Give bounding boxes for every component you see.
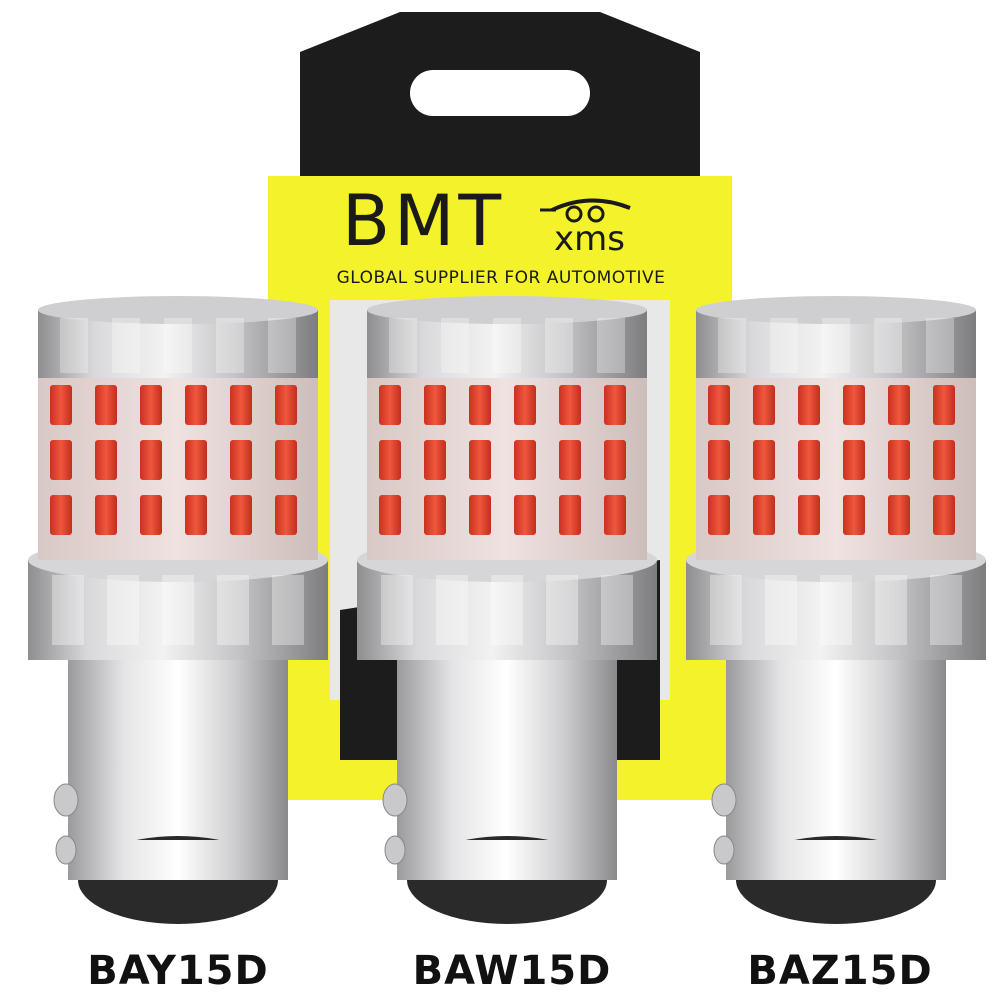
brand-logo-icon — [540, 198, 631, 223]
led-chip — [798, 385, 820, 425]
led-chip — [424, 440, 446, 480]
led-chip — [514, 495, 536, 535]
led-chip — [798, 440, 820, 480]
led-chip — [275, 495, 297, 535]
led-chip — [424, 495, 446, 535]
led-bulb-1 — [28, 296, 328, 924]
led-chip — [230, 495, 252, 535]
led-chip — [843, 385, 865, 425]
led-chip — [140, 385, 162, 425]
bayonet-pin — [55, 835, 77, 865]
led-chip — [379, 440, 401, 480]
led-chip — [185, 440, 207, 480]
led-chip — [50, 495, 72, 535]
led-chip — [275, 440, 297, 480]
led-chip — [230, 440, 252, 480]
led-chip — [753, 385, 775, 425]
led-chip — [140, 495, 162, 535]
led-chip — [140, 440, 162, 480]
led-body — [696, 370, 976, 560]
led-chip — [843, 440, 865, 480]
led-chip — [514, 440, 536, 480]
led-chip — [559, 495, 581, 535]
led-chip — [275, 385, 297, 425]
led-chip — [604, 495, 626, 535]
bayonet-pin — [382, 783, 408, 817]
led-chip — [888, 440, 910, 480]
led-chip — [798, 495, 820, 535]
led-bulb-3 — [686, 296, 986, 924]
led-chip — [559, 440, 581, 480]
led-chip — [424, 385, 446, 425]
bulb-label-1: BAY15D — [87, 948, 269, 994]
led-bulb-2 — [357, 296, 657, 924]
led-chip — [933, 440, 955, 480]
led-chip — [230, 385, 252, 425]
brand-tagline: GLOBAL SUPPLIER FOR AUTOMOTIVE — [336, 268, 666, 288]
led-chip — [469, 495, 491, 535]
bulbs-group — [28, 296, 986, 924]
lower-collar — [28, 560, 328, 660]
led-chip — [95, 440, 117, 480]
led-chip — [888, 495, 910, 535]
led-chip — [933, 495, 955, 535]
led-chip — [379, 495, 401, 535]
led-chip — [185, 385, 207, 425]
led-chip — [469, 440, 491, 480]
led-chip — [185, 495, 207, 535]
led-chip — [753, 495, 775, 535]
led-body — [38, 370, 318, 560]
led-chip — [514, 385, 536, 425]
bulb-label-2: BAW15D — [412, 948, 612, 994]
led-chip — [933, 385, 955, 425]
led-body — [367, 370, 647, 560]
led-chip — [604, 385, 626, 425]
lower-collar — [357, 560, 657, 660]
bayonet-pin — [384, 835, 406, 865]
lower-collar — [686, 560, 986, 660]
led-chip — [379, 385, 401, 425]
led-chip — [708, 385, 730, 425]
led-chip — [843, 495, 865, 535]
brand-name: BMT — [342, 180, 506, 262]
led-chip — [888, 385, 910, 425]
led-chip — [95, 385, 117, 425]
led-chip — [604, 440, 626, 480]
bayonet-pin — [53, 783, 79, 817]
led-chip — [708, 440, 730, 480]
led-chip — [753, 440, 775, 480]
led-chip — [559, 385, 581, 425]
brand-suffix: xms — [554, 219, 625, 259]
led-chip — [469, 385, 491, 425]
led-chip — [50, 440, 72, 480]
bayonet-pin — [711, 783, 737, 817]
bayonet-pin — [713, 835, 735, 865]
hang-hole — [410, 70, 590, 116]
led-chip — [95, 495, 117, 535]
bulb-label-3: BAZ15D — [747, 948, 933, 994]
led-chip — [708, 495, 730, 535]
led-chip — [50, 385, 72, 425]
